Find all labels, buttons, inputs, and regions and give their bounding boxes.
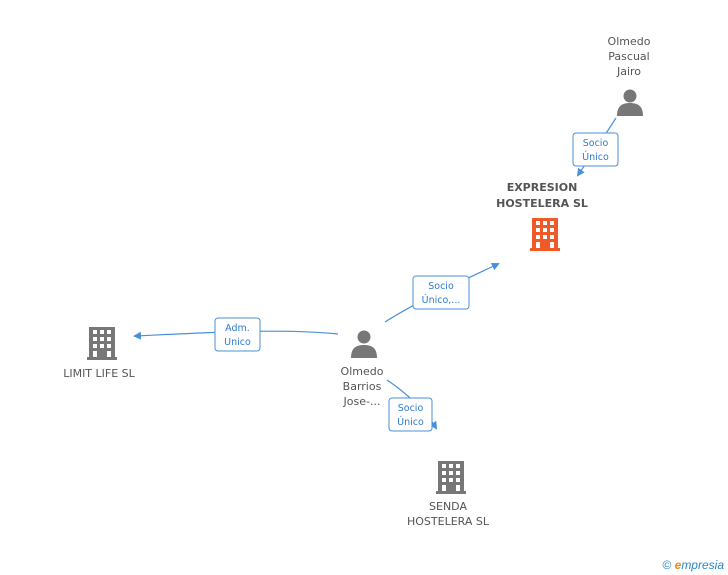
node-label-line: Olmedo <box>608 35 651 48</box>
node-olmedo-pascual[interactable]: Olmedo Pascual Jairo <box>608 35 651 116</box>
edge-label-line1: Socio <box>398 403 424 414</box>
building-icon <box>436 461 466 494</box>
edge-label-line1: Adm. <box>225 323 250 334</box>
edge-barrios-limitlife[interactable]: Adm. Unico <box>133 317 339 352</box>
person-icon <box>351 330 377 358</box>
node-expresion-hostelera[interactable]: EXPRESION HOSTELERA SL <box>496 181 588 251</box>
node-label-line: Jose-... <box>343 395 381 408</box>
edge-barrios-expresion[interactable]: Socio Único,... <box>384 262 500 323</box>
edge-label-line1: Socio <box>428 281 454 292</box>
edge-label-line2: Único <box>582 151 609 163</box>
building-icon <box>530 218 560 251</box>
node-label-line: LIMIT LIFE SL <box>63 367 135 380</box>
node-label-line: SENDA <box>429 500 467 513</box>
edge-pascual-expresion[interactable]: Socio Único <box>572 117 619 177</box>
watermark-logo-text: mpresia <box>681 558 724 572</box>
node-olmedo-barrios[interactable]: Olmedo Barrios Jose-... <box>341 330 384 409</box>
building-icon <box>87 327 117 360</box>
node-label-line: Jairo <box>616 65 641 78</box>
person-icon <box>617 89 643 116</box>
edge-label-line1: Socio <box>583 138 609 149</box>
node-senda-hostelera[interactable]: SENDA HOSTELERA SL <box>407 461 490 528</box>
copyright-symbol: © <box>662 558 672 572</box>
edge-label-line2: Único <box>397 416 424 428</box>
node-label-line: Barrios <box>343 380 382 393</box>
node-label-line: HOSTELERA SL <box>496 197 588 210</box>
node-label-line: EXPRESION <box>507 181 578 194</box>
node-label-line: HOSTELERA SL <box>407 515 490 528</box>
node-limit-life[interactable]: LIMIT LIFE SL <box>63 327 136 380</box>
empresia-watermark: © empresia <box>662 558 724 572</box>
watermark-logo-e: e <box>674 558 682 572</box>
node-label-line: Pascual <box>608 50 649 63</box>
edge-barrios-senda[interactable]: Socio Único <box>386 379 438 432</box>
edge-label-line2: Único,... <box>422 294 461 306</box>
node-label-line: Olmedo <box>341 365 384 378</box>
edge-label-line2: Unico <box>224 337 251 348</box>
